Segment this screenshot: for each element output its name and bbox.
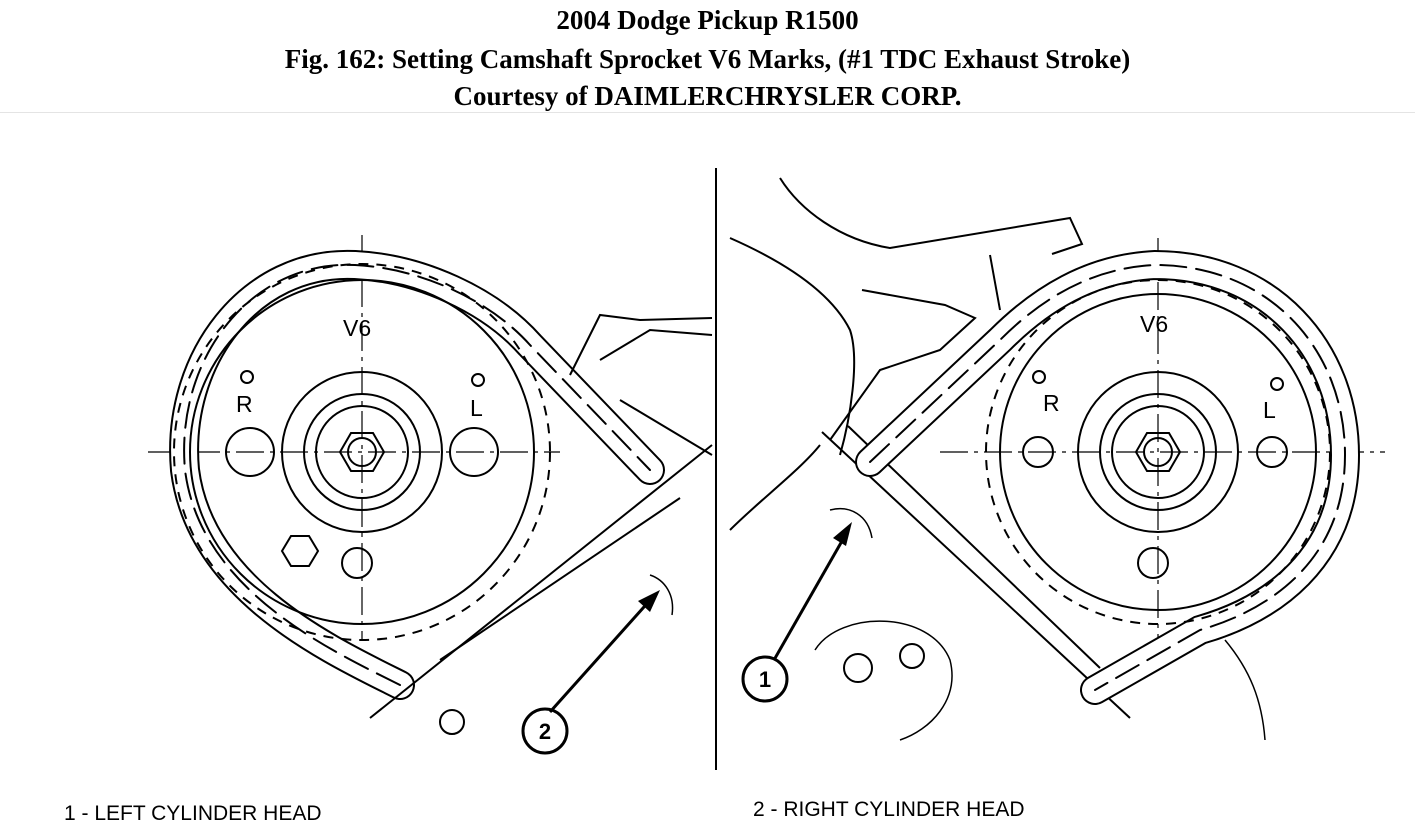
figure-title: Fig. 162: Setting Camshaft Sprocket V6 M… <box>284 44 1131 74</box>
left-hole-right <box>449 427 499 477</box>
callout-2-leader <box>548 596 654 714</box>
left-sprocket-view: V6 R L 2 <box>148 235 713 755</box>
left-head-boss <box>439 709 465 735</box>
left-sprocket-outer-ring <box>189 279 535 625</box>
right-hub-inner <box>1111 405 1205 499</box>
figure-header: 2004 Dodge Pickup R1500 Fig. 162: Settin… <box>0 0 1415 113</box>
left-small-hex-nut <box>280 535 320 567</box>
right-bolt-center <box>1143 437 1173 467</box>
right-chain-guide-edge <box>821 431 1131 719</box>
courtesy-line: Courtesy of DAIMLERCHRYSLER CORP. <box>453 81 962 111</box>
left-hub-outer <box>281 371 443 533</box>
left-hole-bottom <box>341 547 373 579</box>
right-head-contour <box>729 444 821 531</box>
callout-1-leader <box>772 533 848 661</box>
right-head-boss-2 <box>899 643 925 669</box>
left-r-mark: R <box>236 391 253 417</box>
right-timing-chain <box>855 249 1361 705</box>
left-timing-chain <box>169 249 665 700</box>
left-dot-l <box>471 373 485 387</box>
left-tensioner-outline <box>569 313 713 456</box>
legend-item-left-cylinder-head: 1 - LEFT CYLINDER HEAD <box>64 802 322 825</box>
right-dot-r <box>1032 370 1046 384</box>
right-hole-left <box>1022 436 1054 468</box>
right-head-casting <box>814 620 953 741</box>
right-l-mark: L <box>1263 397 1276 423</box>
right-sprocket-outer-ring <box>999 293 1317 611</box>
right-r-mark: R <box>1043 390 1060 416</box>
left-sprocket-teeth <box>173 263 551 641</box>
right-chain-guide-inner <box>847 425 1101 669</box>
right-hub-outer <box>1077 371 1239 533</box>
left-head-notch <box>649 574 674 616</box>
right-hex-bolt <box>1134 432 1182 472</box>
right-hole-bottom <box>1137 547 1169 579</box>
right-sprocket-view: V6 R L 1 <box>729 177 1385 741</box>
right-engine-outline-top <box>729 177 1084 456</box>
left-v6-mark: V6 <box>343 315 371 341</box>
callout-2-circle <box>521 707 569 755</box>
right-sprocket-teeth <box>985 279 1331 625</box>
right-v6-mark: V6 <box>1140 311 1168 337</box>
left-hub-inner <box>315 405 409 499</box>
left-l-mark: L <box>470 395 483 421</box>
vehicle-title: 2004 Dodge Pickup R1500 <box>556 5 859 35</box>
camshaft-sprocket-diagram: V6 R L 2 <box>64 168 1385 825</box>
left-dot-r <box>240 370 254 384</box>
left-bolt-center <box>347 437 377 467</box>
callout-1-number: 1 <box>759 667 771 692</box>
left-hole-left <box>225 427 275 477</box>
right-tensioner-body <box>829 289 977 441</box>
left-chain-guide-inner <box>439 497 681 661</box>
callout-2-arrowhead <box>638 590 660 612</box>
left-hex-bolt <box>338 432 386 472</box>
right-hole-right <box>1256 436 1288 468</box>
legend-item-right-cylinder-head: 2 - RIGHT CYLINDER HEAD <box>753 798 1025 821</box>
right-hub-middle <box>1099 393 1217 511</box>
callout-1-arrowhead <box>833 522 852 546</box>
right-head-notch <box>829 508 873 539</box>
right-chain-lead <box>1224 639 1266 741</box>
callout-2-number: 2 <box>539 719 551 744</box>
right-dot-l <box>1270 377 1284 391</box>
left-chain-guide-edge <box>369 444 713 719</box>
right-head-boss-1 <box>843 653 873 683</box>
left-hub-middle <box>303 393 421 511</box>
callout-1-circle <box>741 655 789 703</box>
